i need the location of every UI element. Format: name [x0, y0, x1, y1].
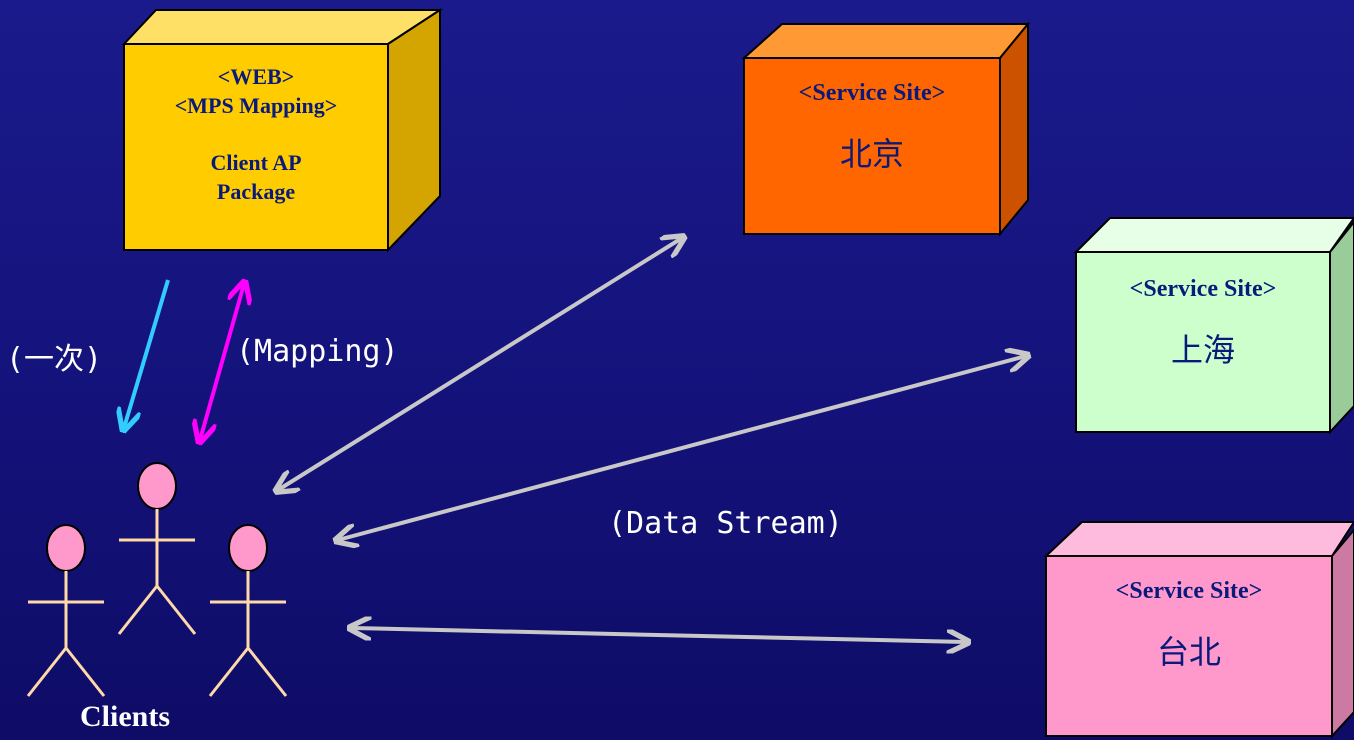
web-node-line3: Client AP: [210, 150, 302, 175]
shanghai-side-face: [1329, 220, 1354, 435]
client-figure-left: [26, 524, 106, 697]
data-stream-label: (Data Stream): [608, 506, 843, 541]
client-head: [46, 524, 86, 572]
mapping-arrow: [200, 284, 244, 440]
shanghai-site-tag: <Service Site>: [1129, 276, 1277, 302]
web-node-side-face: [387, 8, 441, 253]
client-figure-middle: [117, 462, 197, 635]
shanghai-front-face: [1075, 251, 1331, 433]
client-figure-right: [208, 524, 288, 697]
taipei-side-face: [1331, 528, 1354, 739]
taipei-city: 台北: [1156, 633, 1221, 671]
web-node-front-face: [123, 43, 389, 251]
beijing-label: <Service Site> 北京: [744, 80, 1000, 175]
clients-label: Clients: [80, 700, 170, 733]
shanghai-label: <Service Site> 上海: [1076, 276, 1330, 371]
taipei-site-tag: <Service Site>: [1115, 578, 1263, 604]
service-site-shanghai: [1073, 217, 1354, 435]
data-stream-arrow-taipei: [352, 628, 966, 642]
beijing-site-tag: <Service Site>: [798, 80, 946, 106]
taipei-label: <Service Site> 台北: [1046, 578, 1332, 673]
beijing-city: 北京: [839, 135, 904, 173]
taipei-front-face: [1045, 555, 1333, 737]
client-head: [137, 462, 177, 510]
web-node-line2: <MPS Mapping>: [174, 93, 338, 118]
web-mps-node: [121, 8, 444, 253]
web-node-label: <WEB> <MPS Mapping> Client AP Package: [124, 62, 388, 206]
client-head: [228, 524, 268, 572]
beijing-front-face: [743, 57, 1001, 235]
data-stream-arrow-shanghai: [338, 356, 1026, 540]
mapping-label: (Mapping): [236, 334, 399, 369]
beijing-side-face: [999, 21, 1029, 237]
web-node-top-face: [121, 9, 444, 45]
taipei-top-face: [1043, 521, 1354, 557]
web-node-line4: Package: [216, 179, 296, 204]
once-label: (一次): [6, 342, 103, 377]
service-site-taipei: [1043, 521, 1354, 739]
web-node-line1: <WEB>: [217, 64, 295, 89]
once-arrow: [124, 279, 170, 428]
shanghai-top-face: [1073, 217, 1354, 253]
shanghai-city: 上海: [1170, 331, 1235, 369]
beijing-top-face: [741, 23, 1031, 59]
service-site-beijing: [741, 21, 1031, 237]
